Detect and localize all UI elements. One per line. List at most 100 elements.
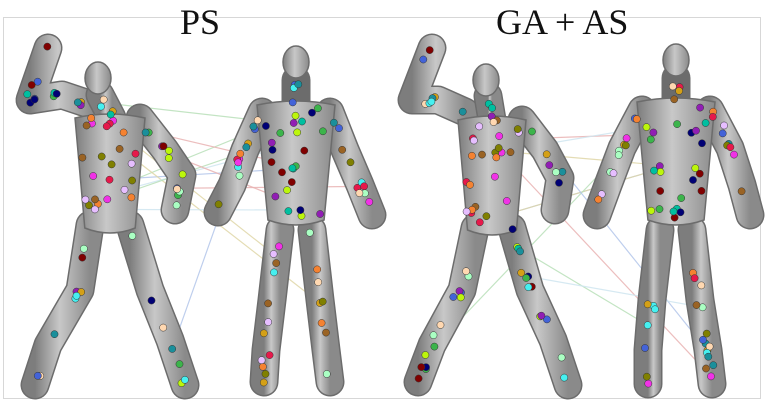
ps-keypoint-dot bbox=[314, 105, 321, 112]
ps-keypoint-dot bbox=[28, 81, 35, 88]
ps-keypoint-dot bbox=[31, 96, 38, 103]
ga-as-keypoint-dot bbox=[538, 312, 545, 319]
ga-as-keypoint-dot bbox=[491, 173, 498, 180]
ga-as-keypoint-dot bbox=[552, 169, 559, 176]
ga-as-target-body-limb-1 bbox=[710, 110, 750, 215]
ga-as-source-body-limb-1 bbox=[522, 120, 560, 210]
ps-keypoint-dot bbox=[106, 176, 113, 183]
ga-as-keypoint-dot bbox=[420, 56, 427, 63]
ga-as-keypoint-dot bbox=[476, 123, 483, 130]
ps-keypoint-dot bbox=[129, 232, 136, 239]
ga-as-keypoint-dot bbox=[422, 351, 429, 358]
ps-source-body-limb-0 bbox=[30, 48, 92, 105]
ps-keypoint-dot bbox=[292, 112, 299, 119]
ga-as-keypoint-dot bbox=[478, 151, 485, 158]
ps-keypoint-dot bbox=[259, 363, 266, 370]
ps-keypoint-dot bbox=[174, 186, 181, 193]
ps-source-body-head bbox=[85, 62, 111, 94]
ps-keypoint-dot bbox=[306, 229, 313, 236]
ga-as-keypoint-dot bbox=[525, 284, 532, 291]
ps-keypoint-dot bbox=[319, 128, 326, 135]
ga-as-keypoint-dot bbox=[489, 104, 496, 111]
ga-as-keypoint-dot bbox=[644, 322, 651, 329]
ps-keypoint-dot bbox=[173, 202, 180, 209]
ps-keypoint-dot bbox=[315, 279, 322, 286]
ps-keypoint-dot bbox=[116, 145, 123, 152]
ga-as-keypoint-dot bbox=[623, 135, 630, 142]
ps-source-body-torso bbox=[75, 114, 145, 233]
ps-keypoint-dot bbox=[330, 119, 337, 126]
ga-as-keypoint-dot bbox=[689, 176, 696, 183]
ps-keypoint-dot bbox=[268, 139, 275, 146]
ga-as-source-body-limb-3 bbox=[418, 228, 475, 382]
ps-keypoint-dot bbox=[108, 161, 115, 168]
ga-as-keypoint-dot bbox=[648, 207, 655, 214]
ps-keypoint-dot bbox=[366, 198, 373, 205]
ga-as-keypoint-dot bbox=[595, 196, 602, 203]
ga-as-keypoint-dot bbox=[647, 136, 654, 143]
ps-keypoint-dot bbox=[265, 319, 272, 326]
ps-keypoint-dot bbox=[104, 196, 111, 203]
ps-keypoint-dot bbox=[215, 201, 222, 208]
ga-as-keypoint-dot bbox=[698, 282, 705, 289]
ga-as-keypoint-dot bbox=[738, 188, 745, 195]
ga-as-keypoint-dot bbox=[437, 321, 444, 328]
ga-as-keypoint-dot bbox=[719, 130, 726, 137]
ps-keypoint-dot bbox=[265, 300, 272, 307]
ga-as-keypoint-dot bbox=[456, 288, 463, 295]
ps-keypoint-dot bbox=[91, 196, 98, 203]
ga-as-keypoint-dot bbox=[490, 119, 497, 126]
ps-keypoint-dot bbox=[335, 125, 342, 132]
ga-as-keypoint-dot bbox=[670, 208, 677, 215]
ps-keypoint-dot bbox=[79, 254, 86, 261]
ga-as-keypoint-dot bbox=[645, 380, 652, 387]
ga-as-target-body-head bbox=[663, 44, 689, 76]
ps-target-body bbox=[218, 46, 372, 382]
ps-keypoint-dot bbox=[98, 153, 105, 160]
ga-as-keypoint-dot bbox=[509, 226, 516, 233]
ps-keypoint-dot bbox=[100, 96, 107, 103]
ga-as-keypoint-dot bbox=[650, 129, 657, 136]
ps-keypoint-dot bbox=[235, 159, 242, 166]
ps-keypoint-dot bbox=[24, 91, 31, 98]
ga-as-keypoint-dot bbox=[518, 269, 525, 276]
ps-keypoint-dot bbox=[51, 331, 58, 338]
ps-keypoint-dot bbox=[160, 324, 167, 331]
ps-keypoint-dot bbox=[132, 150, 139, 157]
ps-keypoint-dot bbox=[268, 159, 275, 166]
ps-keypoint-dot bbox=[74, 99, 81, 106]
ga-as-keypoint-dot bbox=[707, 373, 714, 380]
ga-as-keypoint-dot bbox=[691, 275, 698, 282]
ps-keypoint-dot bbox=[53, 90, 60, 97]
ps-keypoint-dot bbox=[80, 245, 87, 252]
ps-keypoint-dot bbox=[181, 376, 188, 383]
ga-as-keypoint-dot bbox=[693, 302, 700, 309]
ps-keypoint-dot bbox=[288, 179, 295, 186]
ga-as-keypoint-dot bbox=[676, 87, 683, 94]
ps-keypoint-dot bbox=[129, 177, 136, 184]
ga-as-keypoint-dot bbox=[558, 354, 565, 361]
ps-keypoint-dot bbox=[339, 146, 346, 153]
ps-keypoint-dot bbox=[34, 372, 41, 379]
ps-keypoint-dot bbox=[284, 187, 291, 194]
ga-as-keypoint-dot bbox=[657, 187, 664, 194]
ps-keypoint-dot bbox=[356, 190, 363, 197]
ga-as-keypoint-dot bbox=[705, 353, 712, 360]
ps-keypoint-dot bbox=[298, 118, 305, 125]
ga-as-source-body-limb-0 bbox=[412, 48, 465, 112]
ps-keypoint-dot bbox=[243, 144, 250, 151]
ps-keypoint-dot bbox=[120, 129, 127, 136]
ga-as-keypoint-dot bbox=[650, 167, 657, 174]
ga-as-keypoint-dot bbox=[426, 47, 433, 54]
ps-keypoint-dot bbox=[260, 379, 267, 386]
ga-as-keypoint-dot bbox=[633, 116, 640, 123]
ga-as-keypoint-dot bbox=[450, 293, 457, 300]
ga-as-keypoint-dot bbox=[697, 104, 704, 111]
ps-keypoint-dot bbox=[160, 143, 167, 150]
ga-as-keypoint-dot bbox=[459, 108, 466, 115]
ps-keypoint-dot bbox=[107, 111, 114, 118]
ps-keypoint-dot bbox=[82, 196, 89, 203]
ga-as-keypoint-dot bbox=[671, 96, 678, 103]
